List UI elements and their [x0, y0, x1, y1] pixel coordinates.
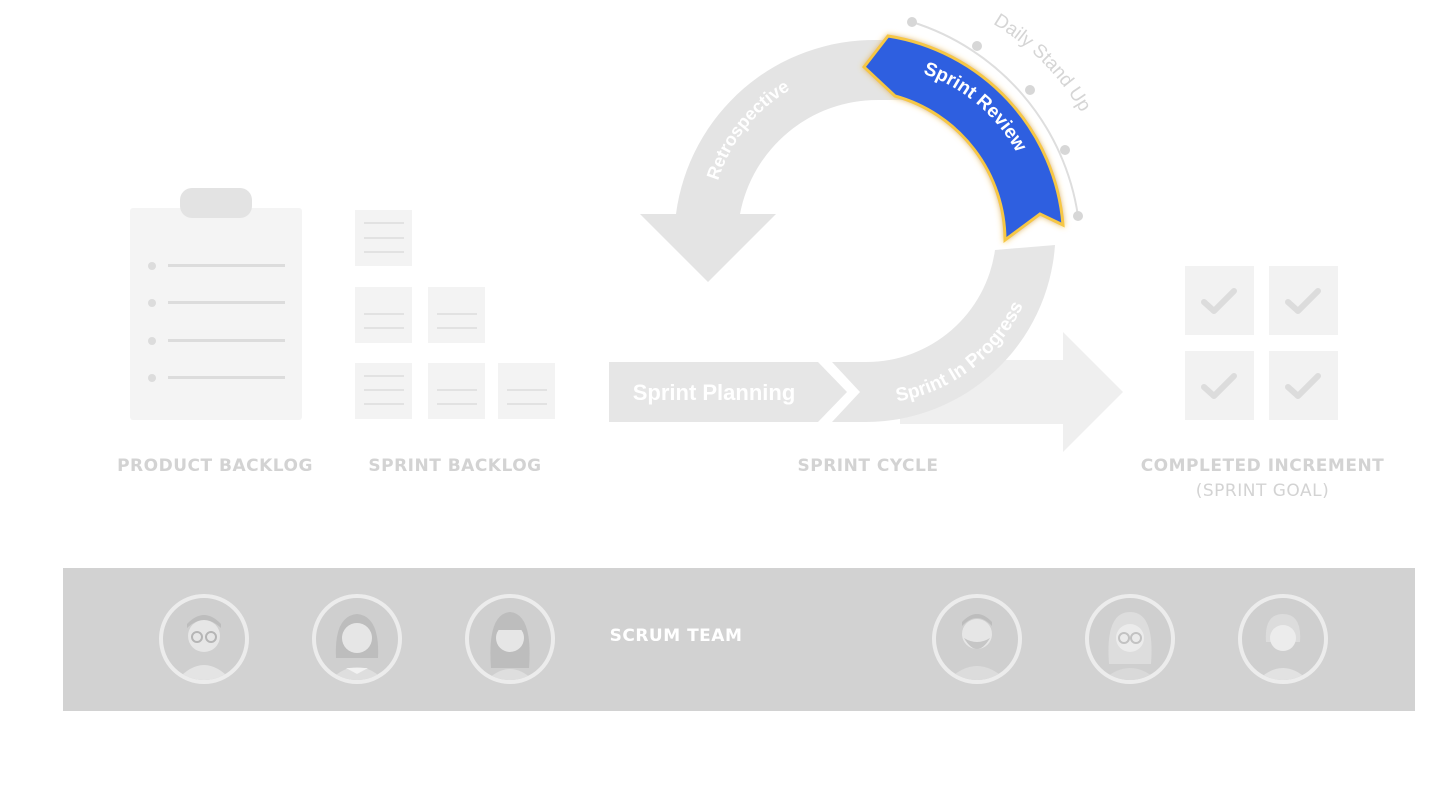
- product-backlog-clipboard-icon: [130, 188, 302, 420]
- short-hair-woman-avatar: [1238, 594, 1328, 684]
- completed-increment-checks-icon: [1185, 266, 1338, 420]
- retrospective-arc: [640, 39, 910, 282]
- sprint-in-progress-arc: [832, 245, 1055, 422]
- scrum-team-band: [63, 568, 1415, 711]
- sprint-goal-label: (SPRINT GOAL): [1195, 481, 1330, 501]
- bearded-man-avatar: [932, 594, 1022, 684]
- woman-avatar: [312, 594, 402, 684]
- sprint-planning-chevron: [609, 362, 847, 422]
- daily-stand-up-dots: [907, 17, 1083, 221]
- daily-stand-up-arc: [911, 21, 1079, 217]
- product-backlog-label: PRODUCT BACKLOG: [117, 456, 313, 476]
- long-hair-woman-avatar: [465, 594, 555, 684]
- sprint-review-ribbon: [861, 34, 1065, 243]
- sprint-backlog-cards-icon: [355, 210, 555, 419]
- sprint-cycle-label: SPRINT CYCLE: [797, 456, 939, 476]
- sprint-planning-label: Sprint Planning: [633, 380, 796, 405]
- glasses-man-avatar: [159, 594, 249, 684]
- scrum-team-label: SCRUM TEAM: [609, 626, 743, 646]
- woman-glasses-avatar: [1085, 594, 1175, 684]
- completed-increment-label: COMPLETED INCREMENT: [1140, 456, 1385, 476]
- sprint-backlog-label: SPRINT BACKLOG: [368, 456, 542, 476]
